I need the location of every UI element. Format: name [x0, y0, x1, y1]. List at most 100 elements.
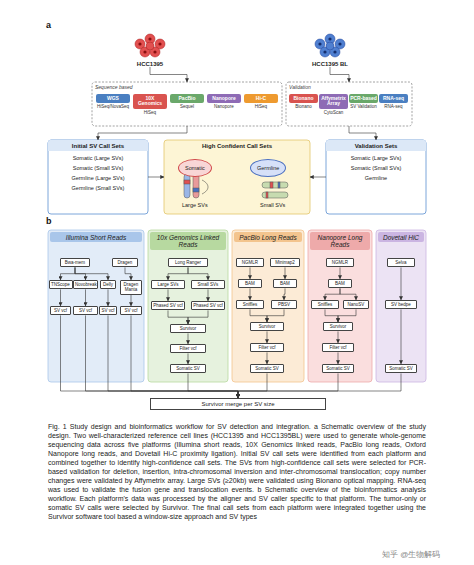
node-text: High Confident Call Sets: [164, 143, 310, 149]
process-box: Minimap2: [270, 258, 300, 267]
connector: [238, 373, 338, 398]
process-box: SV vcf: [50, 306, 71, 315]
tumor-cells: [146, 42, 154, 50]
connector: [250, 309, 267, 322]
node-text: Survivor merge per SV size: [153, 401, 323, 407]
node-text: Bionano: [289, 94, 318, 103]
watermark: 知乎 @生物解码: [382, 549, 440, 560]
connector: [108, 289, 109, 306]
node-text: Somatic SV: [252, 366, 282, 371]
node-text: Filter vcf: [252, 345, 282, 350]
process-box: SV bedpe: [385, 300, 417, 309]
process-box: Phased SV vcf: [151, 301, 185, 310]
process-box: Survivor: [170, 324, 206, 333]
tumor-cell-nuclei: [158, 42, 161, 45]
node-text: Nanopore: [207, 94, 241, 103]
normal-cell-nuclei: [328, 37, 331, 40]
normal-cells: [326, 42, 334, 50]
process-box: SV vcf: [99, 306, 117, 315]
node-text: Germline (Large SVs): [48, 175, 148, 181]
process-box: Dragen: [112, 258, 138, 267]
node-text: 10X Genomics: [133, 94, 167, 109]
node-text: Survivor: [252, 324, 282, 329]
connector: [188, 373, 238, 398]
node-text: RNA-seq: [379, 94, 408, 103]
cell-line-label: HCC1395: [115, 61, 185, 67]
node-text: HCC1395: [115, 61, 185, 67]
node-background: [326, 140, 426, 214]
node-text: Somatic: [178, 159, 212, 177]
connector: [238, 373, 401, 398]
node-text: Somatic SV: [172, 366, 204, 371]
connector: [188, 267, 208, 280]
process-box: Somatic SV: [170, 364, 206, 373]
node-text: Somatic (Large SVs): [48, 155, 148, 161]
connector: [340, 288, 356, 300]
connector: [188, 333, 189, 344]
node-background: [308, 230, 372, 382]
node-text: Large SVs: [182, 202, 208, 208]
platform-box: BionanoBionano: [289, 94, 318, 109]
process-box: Sniffles: [311, 300, 339, 309]
tumor-cell-nuclei: [143, 50, 146, 53]
node-text: Phased SV vcf: [153, 303, 183, 308]
pipeline-column: Illumina Short ReadsBwa-memDragenTNScope…: [48, 230, 144, 382]
node-text: HCC1395 BL: [295, 61, 365, 67]
call-set-box: Validation SetsSomatic (Large SVs)Somati…: [326, 140, 426, 214]
call-set-box: Initial SV Call SetsSomatic (Large SVs)S…: [48, 140, 148, 214]
connector: [238, 373, 267, 398]
node-text: Sniffles: [313, 302, 337, 307]
node-background: [48, 230, 144, 382]
connector: [401, 267, 402, 300]
node-text: SV vcf: [122, 308, 140, 313]
process-box: Filter vcf: [250, 343, 284, 352]
connector: [338, 309, 356, 322]
process-box: Somatic SV: [322, 364, 354, 373]
node-text: CytoScan: [319, 110, 348, 115]
node-text: Survivor: [172, 326, 204, 331]
node-background: [376, 230, 426, 382]
platform-box: 10X GenomicsHiSeq: [133, 94, 167, 115]
process-box: NGMLR: [326, 258, 354, 267]
connector: [208, 289, 209, 301]
large-sv-chromosome: [184, 180, 190, 184]
process-box: Small SVs: [191, 280, 225, 289]
normal-cell-nuclei: [338, 42, 341, 45]
node-text: Validation Sets: [326, 140, 426, 151]
node-text: Survivor: [325, 324, 351, 329]
platform-box: RNA-seqRNA-seq: [379, 94, 408, 109]
node-text: RNA-seq: [379, 104, 408, 109]
node-text: Germline: [326, 175, 426, 181]
node-background: [286, 82, 412, 126]
platform-group: ValidationBionanoBionanoAffymetrix Array…: [286, 82, 412, 126]
process-box: Novobreak: [73, 280, 98, 289]
small-sv-chromosome: [262, 192, 288, 198]
process-box: BAM: [273, 279, 297, 288]
node-text: BAM: [330, 281, 350, 286]
connector: [250, 288, 251, 300]
node-text: Germline: [250, 159, 286, 177]
pipeline-column: Dovetail HiCSelvaSV bedpeSomatic SV: [376, 230, 426, 382]
node-text: Minimap2: [272, 260, 298, 265]
node-text: Filter vcf: [324, 345, 352, 350]
connector: [125, 267, 131, 280]
node-text: Somatic SV: [324, 366, 352, 371]
node-text: PacBio Long Reads: [234, 232, 302, 242]
connector: [267, 352, 268, 364]
node-text: PBSV: [273, 302, 295, 307]
node-background: [164, 140, 310, 214]
process-box: Delly: [100, 280, 116, 289]
process-box: Somatic SV: [385, 364, 417, 373]
node-text: Filter vcf: [172, 346, 204, 351]
platform-box: PacBioSequel: [170, 94, 204, 109]
cell-line-label: HCC1395 BL: [295, 61, 365, 67]
node-text: Dragen: [114, 260, 136, 265]
panel-label: b: [46, 216, 52, 226]
connector: [60, 289, 61, 306]
platform-box: Hi-CHiSeq: [244, 94, 278, 109]
node-text: Selva: [389, 260, 413, 265]
connector: [310, 177, 326, 178]
node-text: Validation: [286, 82, 412, 92]
tumor-cells: [135, 34, 165, 57]
node-text: SV vcf: [52, 308, 69, 313]
